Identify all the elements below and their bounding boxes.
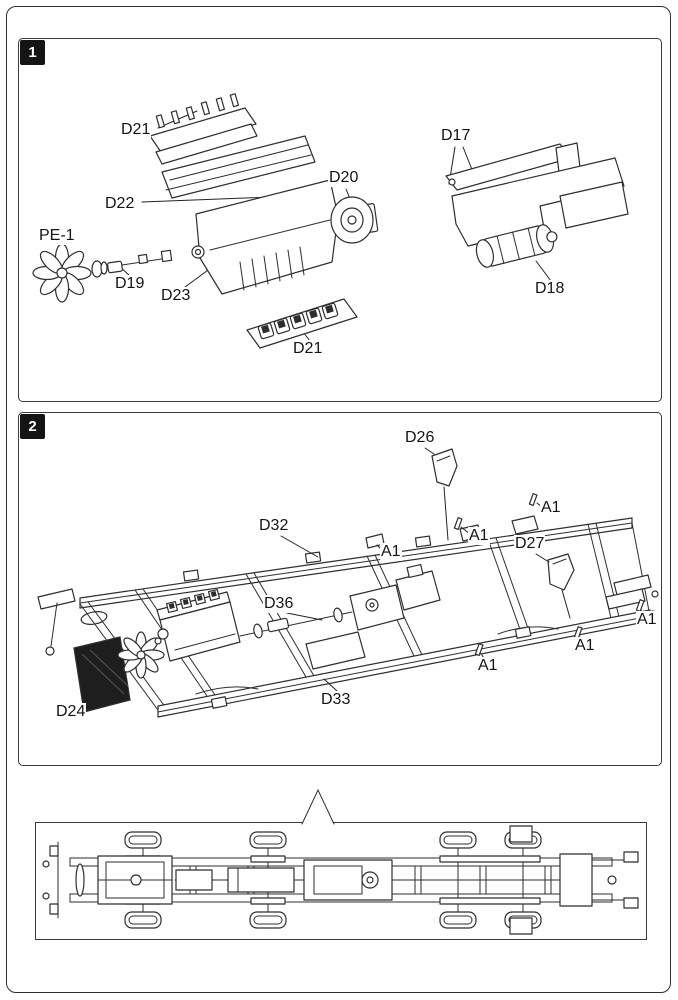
part-label-d32: D32 bbox=[258, 517, 290, 535]
part-label-a1-2: A1 bbox=[468, 527, 490, 545]
page-border bbox=[6, 6, 671, 993]
part-label-d23: D23 bbox=[160, 287, 192, 305]
part-label-d24: D24 bbox=[55, 703, 87, 721]
part-label-d36: D36 bbox=[263, 595, 295, 613]
part-label-d20: D20 bbox=[328, 169, 360, 187]
part-label-d19: D19 bbox=[114, 275, 146, 293]
part-label-a1-5: A1 bbox=[574, 637, 596, 655]
part-label-a1-6: A1 bbox=[477, 657, 499, 675]
step-2-panel: 2 bbox=[18, 412, 662, 766]
part-label-a1-1: A1 bbox=[540, 499, 562, 517]
part-label-pe1: PE-1 bbox=[38, 227, 76, 245]
part-label-d17: D17 bbox=[440, 127, 472, 145]
step-1-number: 1 bbox=[20, 40, 45, 65]
part-label-d22: D22 bbox=[104, 195, 136, 213]
step-1-panel: 1 bbox=[18, 38, 662, 402]
part-label-d21-bottom: D21 bbox=[292, 340, 324, 358]
part-label-d21-top: D21 bbox=[120, 121, 152, 139]
part-label-d18: D18 bbox=[534, 280, 566, 298]
part-label-d26: D26 bbox=[404, 429, 436, 447]
step-2-number: 2 bbox=[20, 414, 45, 439]
part-label-d33: D33 bbox=[320, 691, 352, 709]
chassis-overview-box bbox=[35, 822, 647, 940]
part-label-a1-3: A1 bbox=[380, 543, 402, 561]
part-label-a1-4: A1 bbox=[636, 611, 658, 629]
part-label-d27: D27 bbox=[514, 535, 546, 553]
